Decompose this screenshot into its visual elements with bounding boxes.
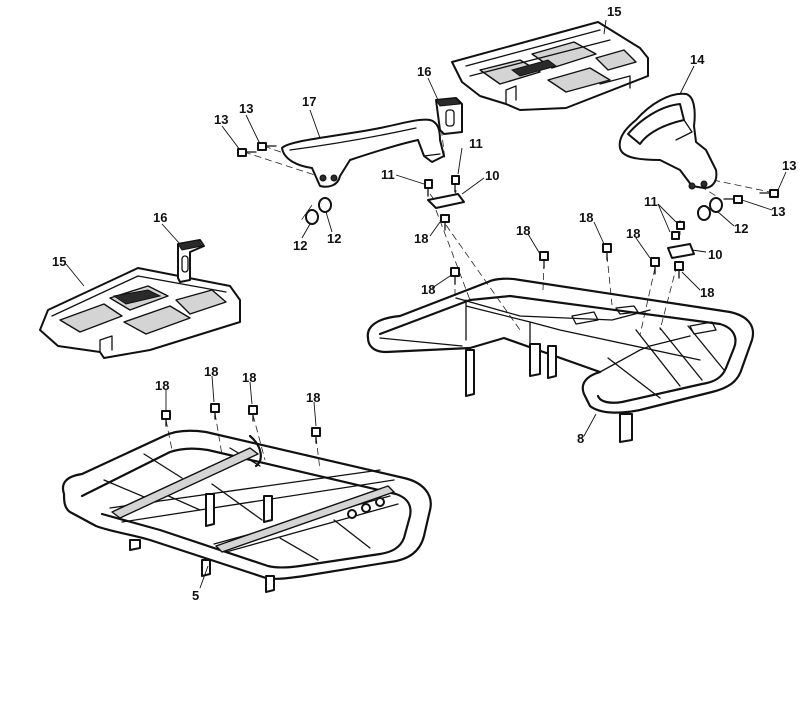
grab-bar-left (281, 118, 445, 188)
flange-bolt-icon (450, 243, 684, 285)
callout-11: 11 (644, 194, 658, 209)
callout-18: 18 (516, 223, 530, 238)
flange-bolt-icon (440, 214, 450, 231)
callout-18: 18 (155, 378, 169, 393)
callout-18: 18 (414, 231, 428, 246)
callout-15: 15 (607, 4, 621, 19)
callout-18: 18 (700, 285, 714, 300)
callout-11: 11 (469, 136, 483, 151)
callout-18: 18 (242, 370, 256, 385)
callout-12: 12 (293, 238, 307, 253)
callout-16: 16 (417, 64, 431, 79)
front-rack (366, 277, 755, 443)
flange-bolt-icon (671, 221, 685, 240)
callout-8: 8 (577, 431, 584, 446)
flange-bolt-icon (237, 148, 257, 157)
mount-plate-left (427, 193, 465, 209)
callout-13: 13 (782, 158, 796, 173)
grab-bar-right (618, 92, 718, 190)
flange-bolt-icon (723, 189, 779, 204)
hardware (161, 142, 779, 444)
bushing-icon (305, 197, 332, 225)
callout-16: 16 (153, 210, 167, 225)
bracket-left (177, 239, 205, 283)
callout-18: 18 (579, 210, 593, 225)
rear-rack (61, 429, 432, 593)
storage-rack-top (451, 21, 649, 111)
callout-11: 11 (381, 167, 395, 182)
bushing-icon (697, 197, 723, 221)
callout-10: 10 (708, 247, 722, 262)
flange-bolt-icon (424, 175, 460, 197)
callout-18: 18 (306, 390, 320, 405)
leader-lines (65, 19, 787, 589)
callout-17: 17 (302, 94, 316, 109)
callout-labels: 15 16 17 14 13 13 11 11 10 18 12 12 16 1… (52, 4, 796, 603)
callout-13: 13 (214, 112, 228, 127)
callout-18: 18 (626, 226, 640, 241)
bracket-top (435, 97, 463, 135)
callout-5: 5 (192, 588, 199, 603)
flange-bolt-icon (161, 403, 321, 444)
callout-18: 18 (421, 282, 435, 297)
flange-bolt-icon (257, 142, 277, 151)
callout-14: 14 (690, 52, 705, 67)
callout-10: 10 (485, 168, 499, 183)
callout-12: 12 (327, 231, 341, 246)
callout-12: 12 (734, 221, 748, 236)
storage-rack-left (39, 267, 241, 359)
callout-18: 18 (204, 364, 218, 379)
callout-13: 13 (239, 101, 253, 116)
mount-plate-right (667, 243, 695, 259)
callout-15: 15 (52, 254, 66, 269)
callout-13: 13 (771, 204, 785, 219)
